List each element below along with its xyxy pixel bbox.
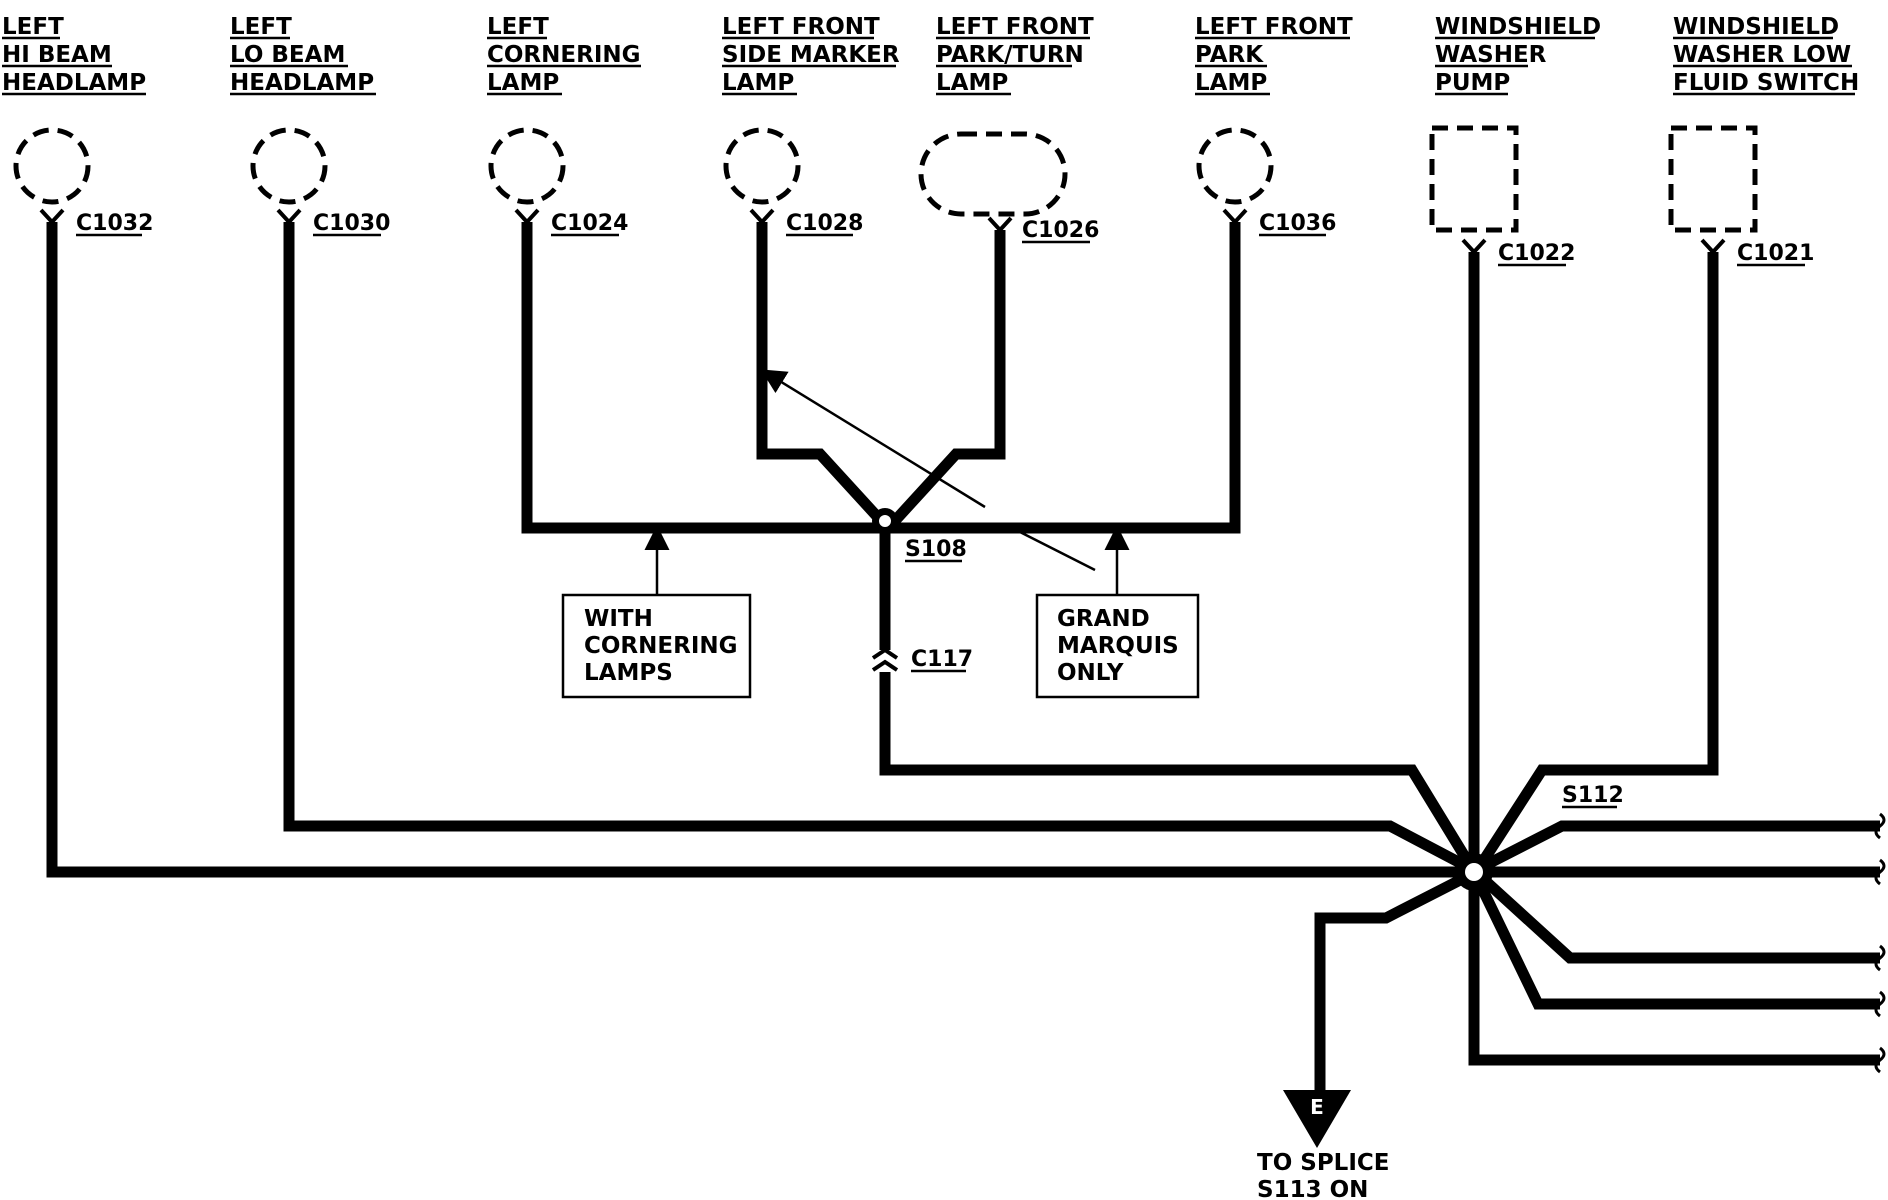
label-line: PARK/TURN (936, 42, 1084, 68)
component-label-washer-low-fluid-switch: WINDSHIELD WASHER LOW FLUID SWITCH (1673, 14, 1859, 96)
connector-label-c1022: C1022 (1498, 241, 1575, 266)
component-label-lo-beam-headlamp: LEFT LO BEAM HEADLAMP (230, 14, 376, 96)
note-line: GRAND (1057, 606, 1150, 632)
label-line: LO BEAM (230, 42, 345, 68)
note-line: LAMPS (584, 660, 673, 686)
hi-beam-headlamp-outline (13, 127, 91, 205)
label-line: WASHER LOW (1673, 42, 1851, 68)
connector-label-c1036: C1036 (1259, 211, 1336, 236)
wire-cornering (521, 222, 888, 534)
cornering-lamp-outline (488, 127, 566, 205)
washer-pump-outline (1429, 125, 1519, 233)
washer-switch-outline (1668, 125, 1758, 233)
note-box-cornering (561, 593, 752, 699)
label-line: LEFT FRONT (936, 14, 1094, 40)
connector-label-c1028: C1028 (786, 211, 863, 236)
wire-park-turn (887, 230, 1006, 528)
ground-letter: E (1310, 1095, 1324, 1119)
note-line: MARQUIS (1057, 633, 1179, 659)
wire-side-marker (756, 222, 889, 528)
connector-label-c1026: C1026 (1022, 218, 1099, 243)
label-line: LAMP (936, 70, 1008, 96)
label-line: SIDE MARKER (722, 42, 900, 68)
note-line: CORNERING (584, 633, 738, 659)
label-line: LEFT FRONT (1195, 14, 1353, 40)
wire-washer-switch (1475, 252, 1719, 869)
connector-label-c1024: C1024 (551, 211, 628, 236)
label-line: CORNERING (487, 42, 641, 68)
label-line: FLUID SWITCH (1673, 70, 1859, 96)
wire-branch-5 (1468, 872, 1880, 1066)
splice-s112 (1455, 853, 1493, 891)
label-line: WINDSHIELD (1435, 14, 1601, 40)
label-line: LEFT (2, 14, 64, 40)
side-marker-lamp-outline (723, 127, 801, 205)
label-line: LEFT (230, 14, 292, 40)
park-lamp-outline (1196, 127, 1274, 205)
note-arrow-side-marker (760, 369, 986, 509)
label-line: HI BEAM (2, 42, 112, 68)
wire-ground (1314, 871, 1471, 1112)
splice-label-s108: S108 (905, 537, 967, 562)
c117-connector-symbol (871, 647, 899, 672)
ground-caption-line: S113 ON (1257, 1177, 1368, 1200)
label-line: LAMP (722, 70, 794, 96)
label-line: LEFT (487, 14, 549, 40)
component-label-side-marker-lamp: LEFT FRONT SIDE MARKER LAMP (722, 14, 900, 96)
note-line: ONLY (1057, 660, 1124, 686)
component-label-hi-beam-headlamp: LEFT HI BEAM HEADLAMP (2, 14, 146, 96)
label-line: LAMP (1195, 70, 1267, 96)
continuation-marks (1874, 812, 1886, 1074)
ground-arrow-icon (1283, 1090, 1351, 1148)
wire-hi-beam (46, 222, 1470, 878)
wire-park-lamp (888, 222, 1241, 534)
wire-branch-1 (1477, 820, 1880, 873)
splice-s108 (872, 508, 898, 534)
connector-label-c1032: C1032 (76, 211, 153, 236)
component-label-cornering-lamp: LEFT CORNERING LAMP (487, 14, 641, 96)
label-line: WASHER (1435, 42, 1547, 68)
ground-caption-line: TO SPLICE (1257, 1150, 1389, 1176)
note-line: WITH (584, 606, 653, 632)
note-leader-grand-marquis (1019, 530, 1096, 572)
wire-branch-3 (1476, 871, 1880, 964)
label-line: HEADLAMP (2, 70, 146, 96)
component-label-park-turn-lamp: LEFT FRONT PARK/TURN LAMP (936, 14, 1094, 96)
note-box-grand-marquis (1035, 593, 1200, 699)
lo-beam-headlamp-outline (250, 127, 328, 205)
label-line: LEFT FRONT (722, 14, 880, 40)
label-line: PUMP (1435, 70, 1510, 96)
label-line: PARK (1195, 42, 1264, 68)
wire-c117-to-s112 (879, 672, 1478, 873)
component-label-park-lamp: LEFT FRONT PARK LAMP (1195, 14, 1353, 96)
wire-lo-beam (283, 222, 1469, 871)
label-line: LAMP (487, 70, 559, 96)
connector-label-c117: C117 (911, 647, 973, 672)
park-turn-lamp-outline (918, 131, 1068, 217)
wire-branch-4 (1473, 877, 1880, 1010)
label-line: HEADLAMP (230, 70, 374, 96)
component-label-washer-pump: WINDSHIELD WASHER PUMP (1435, 14, 1601, 96)
splice-label-s112: S112 (1562, 783, 1624, 808)
label-line: WINDSHIELD (1673, 14, 1839, 40)
connector-label-c1030: C1030 (313, 211, 390, 236)
connector-label-c1021: C1021 (1737, 241, 1814, 266)
